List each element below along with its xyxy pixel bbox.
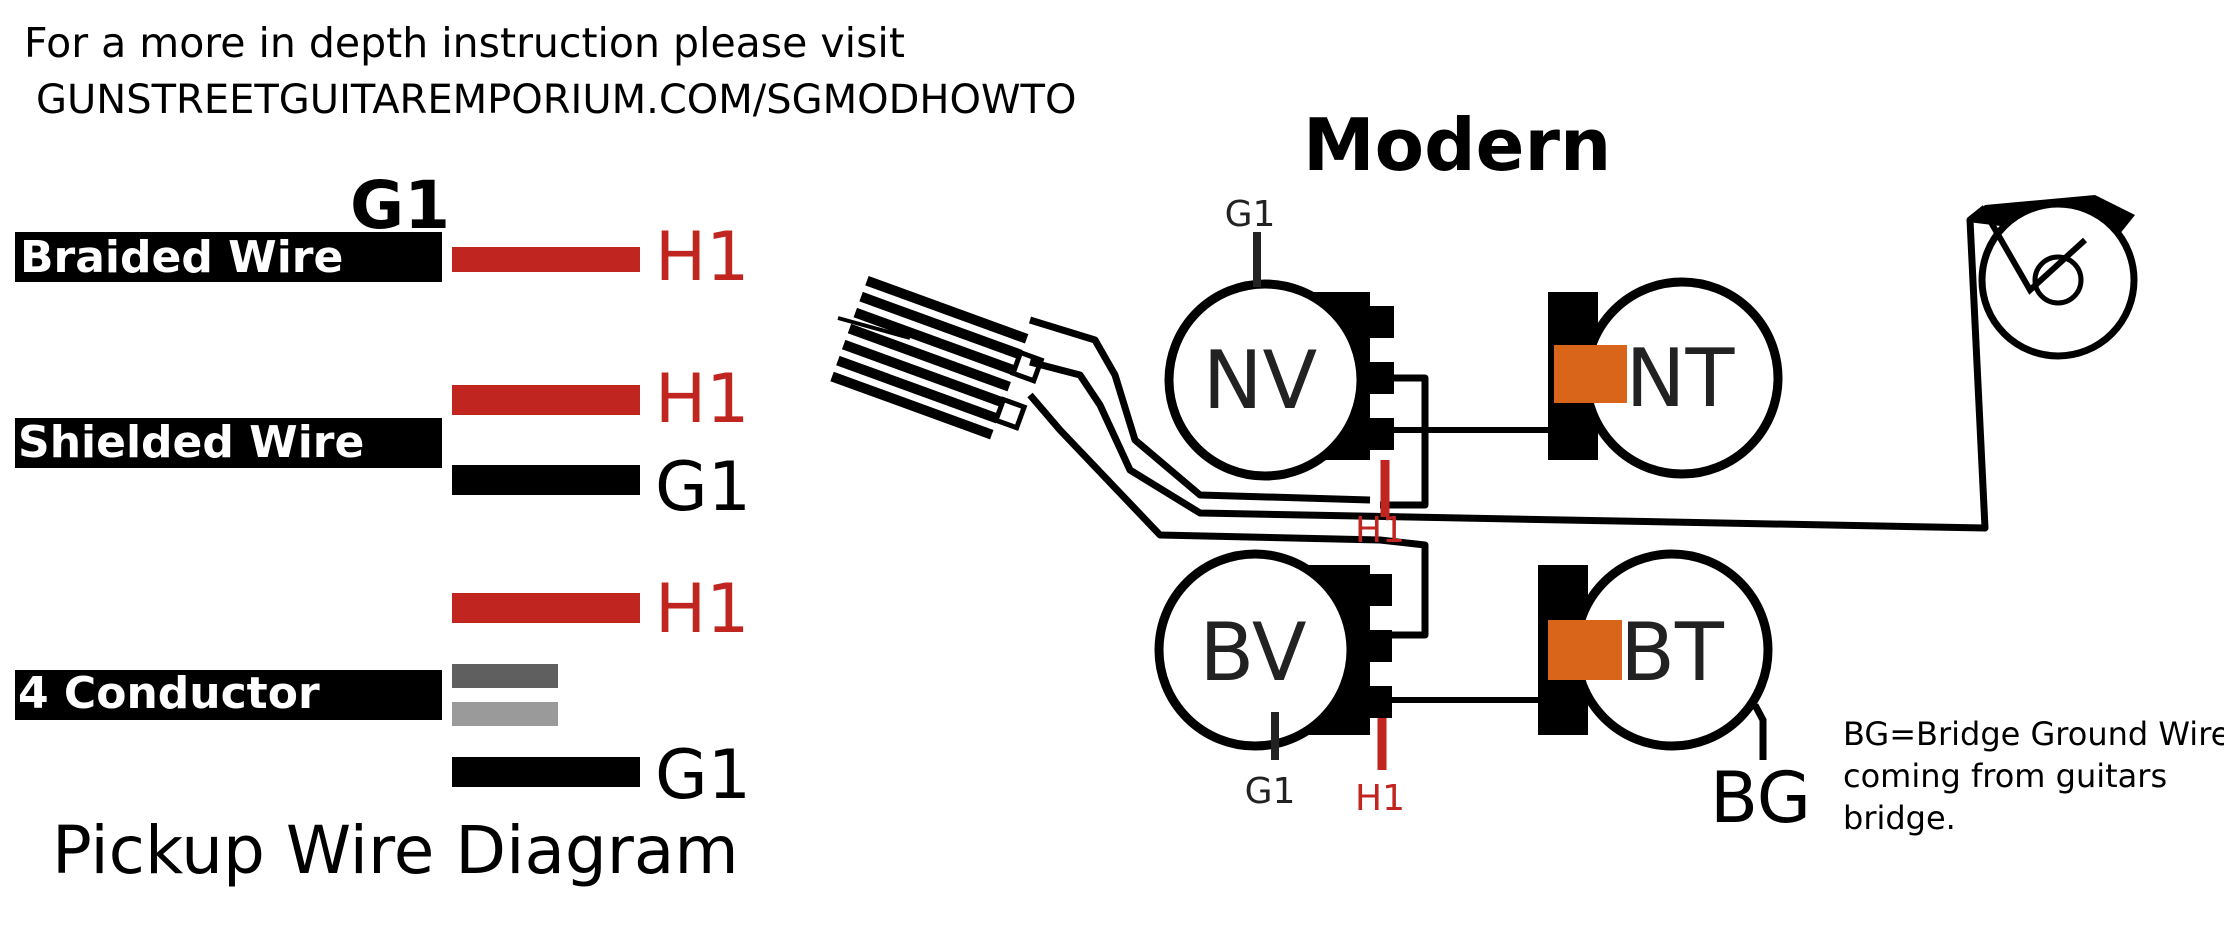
- bridge-ground-label: BG: [1710, 757, 1811, 839]
- pot-lug: [1364, 306, 1394, 338]
- pot-neck-tone: NT: [1548, 277, 1783, 479]
- shielded-hot-bar: [452, 385, 640, 415]
- switch-bar: [830, 371, 994, 440]
- bv-ground-label: G1: [1245, 771, 1296, 812]
- note-line1: BG=Bridge Ground Wire: [1843, 715, 2224, 753]
- four-conductor-ground-label: G1: [655, 736, 751, 815]
- header-line2: GUNSTREETGUITAREMPORIUM.COM/SGMODHOWTO: [36, 77, 1076, 123]
- shielded-ground-bar: [452, 465, 640, 495]
- note-line3: bridge.: [1843, 799, 1956, 837]
- jack-tab: [1982, 210, 2088, 295]
- selector-switch: [830, 275, 1045, 440]
- nv-hot-label: H1: [1355, 510, 1405, 551]
- pot-bridge-volume: BV G1 H1: [1154, 549, 1405, 819]
- four-conductor-label: 4 Conductor: [18, 668, 320, 719]
- braided-hot-label: H1: [655, 218, 749, 297]
- wire-output-to-jack: [1029, 205, 1989, 532]
- switch-bar: [859, 291, 1023, 360]
- pot-body: [1154, 549, 1356, 751]
- header-line1: For a more in depth instruction please v…: [24, 19, 905, 67]
- schematic: Modern: [830, 103, 2224, 839]
- nv-ground-label: G1: [1225, 194, 1276, 235]
- pot-lug: [1548, 412, 1578, 442]
- pot-label: BV: [1199, 606, 1306, 699]
- capacitor: [1554, 345, 1627, 403]
- schematic-title: Modern: [1303, 103, 1611, 187]
- pot-lug: [1538, 572, 1568, 602]
- output-jack: [1968, 195, 2138, 360]
- wire-nv-lug-loop: [1380, 374, 1429, 509]
- wires: [1027, 205, 1989, 703]
- wire-switch-to-bv: [1027, 392, 1429, 639]
- bridge-ground-note: BG=Bridge Ground Wire coming from guitar…: [1843, 715, 2224, 837]
- pot-lug: [1364, 418, 1394, 450]
- braided-ground-label: G1: [350, 167, 450, 244]
- switch-lug: [992, 396, 1028, 431]
- pot-label: BT: [1620, 606, 1725, 699]
- shielded-ground-label: G1: [655, 448, 751, 527]
- pot-bridge-tone: BT BG: [1538, 549, 1811, 839]
- shielded-wire-label: Shielded Wire: [18, 417, 364, 468]
- pot-lug: [1362, 630, 1392, 662]
- four-conductor-wire-dark: [452, 664, 558, 688]
- four-conductor-hot-label: H1: [655, 570, 749, 649]
- pot-label: NV: [1203, 334, 1318, 427]
- bridge-ground-wire: [1751, 703, 1767, 760]
- shielded-wire-bar: [15, 418, 442, 468]
- legend-four-conductor: H1 4 Conductor G1: [15, 570, 751, 815]
- switch-lever: [837, 316, 911, 340]
- braided-wire-label: Braided Wire: [20, 232, 343, 283]
- capacitor: [1548, 620, 1622, 680]
- switch-bar: [836, 355, 1000, 424]
- pot-body: [1164, 279, 1366, 481]
- switch-bar: [865, 275, 1029, 344]
- four-conductor-ground-bar: [452, 757, 640, 787]
- switch-bar: [841, 339, 1006, 408]
- braided-wire-bar: [15, 232, 442, 282]
- four-conductor-hot-bar: [452, 593, 640, 623]
- pot-label: NT: [1626, 332, 1736, 425]
- pot-lug: [1362, 574, 1392, 606]
- bv-hot-label: H1: [1355, 778, 1405, 819]
- legend-shielded: H1 Shielded Wire G1: [15, 360, 751, 527]
- legend-braided: G1 Braided Wire H1: [15, 167, 749, 297]
- wire-switch-to-nv: [1028, 316, 1371, 504]
- legend-title: Pickup Wire Diagram: [52, 812, 739, 889]
- jack-center: [2032, 254, 2084, 306]
- pot-lug: [1362, 686, 1392, 718]
- pot-lug: [1548, 300, 1578, 330]
- pot-neck-volume: NV G1 H1: [1164, 194, 1405, 551]
- braided-hot-bar: [452, 247, 640, 272]
- switch-bar: [853, 307, 1017, 376]
- four-conductor-bar: [15, 670, 442, 720]
- four-conductor-wire-light: [452, 702, 558, 726]
- legend: G1 Braided Wire H1 H1 Shielded Wire G1 H…: [15, 167, 751, 889]
- shielded-hot-label: H1: [655, 360, 749, 439]
- pot-lug: [1538, 686, 1568, 716]
- switch-bar: [847, 323, 1011, 392]
- pot-lug: [1364, 362, 1394, 394]
- note-line2: coming from guitars: [1843, 757, 2167, 795]
